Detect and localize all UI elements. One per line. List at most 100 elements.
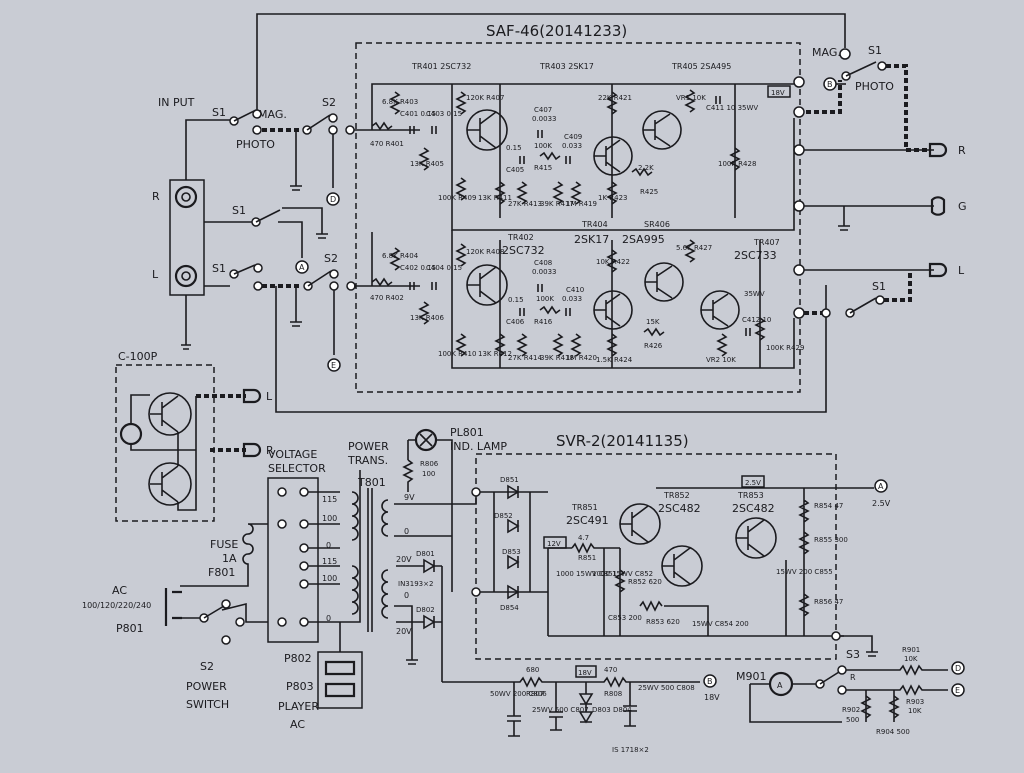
input-jack-l xyxy=(174,264,198,288)
r409-label: 100K R409 xyxy=(438,194,476,202)
c100p-transistor-top xyxy=(148,392,192,436)
r807-label: R807 xyxy=(526,690,544,698)
tr404-type: 2SK17 xyxy=(574,233,609,246)
input-ground xyxy=(181,344,191,350)
r855-label: R855 300 xyxy=(814,536,848,544)
c851-label: 1000 15WV C851 xyxy=(556,570,617,578)
rect-in-top xyxy=(471,487,481,497)
c404-label: C404 0.15 xyxy=(426,264,462,272)
filter-line xyxy=(442,676,700,688)
r904-label: R904 500 xyxy=(876,728,910,736)
v25-box-label: 2.5V xyxy=(745,479,761,487)
c100p-transistor-bottom xyxy=(148,462,192,506)
r407-label: 120K R407 xyxy=(466,94,504,102)
meter-switch-b xyxy=(837,685,847,695)
p801-label: P801 xyxy=(116,622,144,635)
r856-label: R856 47 xyxy=(814,598,843,606)
svr-out-a xyxy=(874,479,888,493)
r416-value: 100K xyxy=(536,295,554,303)
s1-mid-label: S1 xyxy=(232,204,246,217)
r808-value: 470 xyxy=(604,666,617,674)
s1-top-blade xyxy=(233,109,257,122)
m901-label: M901 xyxy=(736,670,767,683)
saf-46-title: SAF-46(20141233) xyxy=(486,22,627,40)
s3-node xyxy=(831,631,841,641)
pl801-label: PL801 xyxy=(450,426,484,439)
ground-bottom xyxy=(290,286,302,327)
c407-label: C407 xyxy=(534,106,552,114)
ac-label: AC xyxy=(112,584,127,597)
c100p-jack xyxy=(119,422,143,446)
power-switch-label: POWER xyxy=(186,680,227,693)
vr2-label: VR2 10K xyxy=(706,356,736,364)
player-label: PLAYER xyxy=(278,700,319,713)
r903-value: 10K xyxy=(908,707,922,715)
in3193-label: IN3193×2 xyxy=(398,580,433,588)
s1-mid-blade xyxy=(255,209,281,223)
s3-ground xyxy=(840,635,878,657)
power-switch-label-2: SWITCH xyxy=(186,698,229,711)
out-18v-power: 18V xyxy=(704,693,720,702)
primary-coil xyxy=(351,491,359,615)
r851-value: 4.7 xyxy=(578,534,589,542)
r852-label: R852 620 xyxy=(628,578,662,586)
sel-0-b: 0 xyxy=(326,614,331,623)
voltage-selector-box xyxy=(267,477,319,643)
out-s1-contact xyxy=(877,61,887,71)
is1718-label: IS 1718×2 xyxy=(612,746,649,754)
s2-bottom-out xyxy=(346,281,356,291)
c408-value: 0.0033 xyxy=(532,268,557,276)
photo-top-label: PHOTO xyxy=(236,138,275,151)
input-title: IN PUT xyxy=(158,96,195,109)
d801-d802 xyxy=(396,558,443,682)
out-rca-wires xyxy=(804,149,934,271)
out-b-label: B xyxy=(827,80,833,89)
voltage-selector-label: VOLTAGE xyxy=(268,448,317,461)
filter-caps xyxy=(507,682,637,737)
s2-top-contact-b xyxy=(328,125,338,135)
voltage-selector-label-2: SELECTOR xyxy=(268,462,326,475)
secondary-wires xyxy=(394,492,477,665)
tr407-type: 2SC733 xyxy=(734,249,777,262)
r420-label: 1M R420 xyxy=(566,354,597,362)
out-r-label: R xyxy=(958,144,966,157)
tr403-label: TR403 2SK17 xyxy=(539,62,594,71)
r413-label: 27K R413 xyxy=(508,200,542,208)
r902-label: R902 xyxy=(842,706,860,714)
selector-wires xyxy=(308,470,361,623)
r423-label: 1K R423 xyxy=(598,194,628,202)
lower-transistors xyxy=(466,262,740,330)
node-a-input xyxy=(295,260,309,274)
c100p-l-label: L xyxy=(266,390,273,403)
tr851-type: 2SC491 xyxy=(566,514,609,527)
r807-value: 680 xyxy=(526,666,539,674)
photo-bottom-contact xyxy=(253,281,263,291)
sel-100-b: 100 xyxy=(322,574,337,583)
p803-socket xyxy=(317,651,363,709)
r415-label: R415 xyxy=(534,164,552,172)
fuse-symbol xyxy=(180,523,268,587)
ac-plug xyxy=(164,588,182,626)
c407-value: 0.0033 xyxy=(532,115,557,123)
transformer-core xyxy=(367,488,373,632)
tr851-label: TR851 xyxy=(571,503,598,512)
s2-bottom-label: S2 xyxy=(324,252,338,265)
power-switch-blade xyxy=(203,605,225,619)
input-wires xyxy=(185,119,230,345)
meter-ranges xyxy=(846,664,948,722)
c406-value: 0.15 xyxy=(508,296,524,304)
tr853-type: 2SC482 xyxy=(732,502,775,515)
input-jack-r-center xyxy=(181,192,191,202)
r416-label: R416 xyxy=(534,318,553,326)
s2-bottom-contact-b xyxy=(329,281,339,291)
d801-label: D801 xyxy=(416,550,435,558)
c405-label: C405 xyxy=(506,166,524,174)
r901-label: R901 xyxy=(902,646,920,654)
r853-label: R853 620 xyxy=(646,618,680,626)
p803-label: P803 xyxy=(286,680,314,693)
tr405-label: TR405 2SA495 xyxy=(671,62,731,71)
f801-label: F801 xyxy=(208,566,235,579)
power-switch-c xyxy=(235,617,245,627)
c403-label: C403 0.15 xyxy=(426,110,462,118)
